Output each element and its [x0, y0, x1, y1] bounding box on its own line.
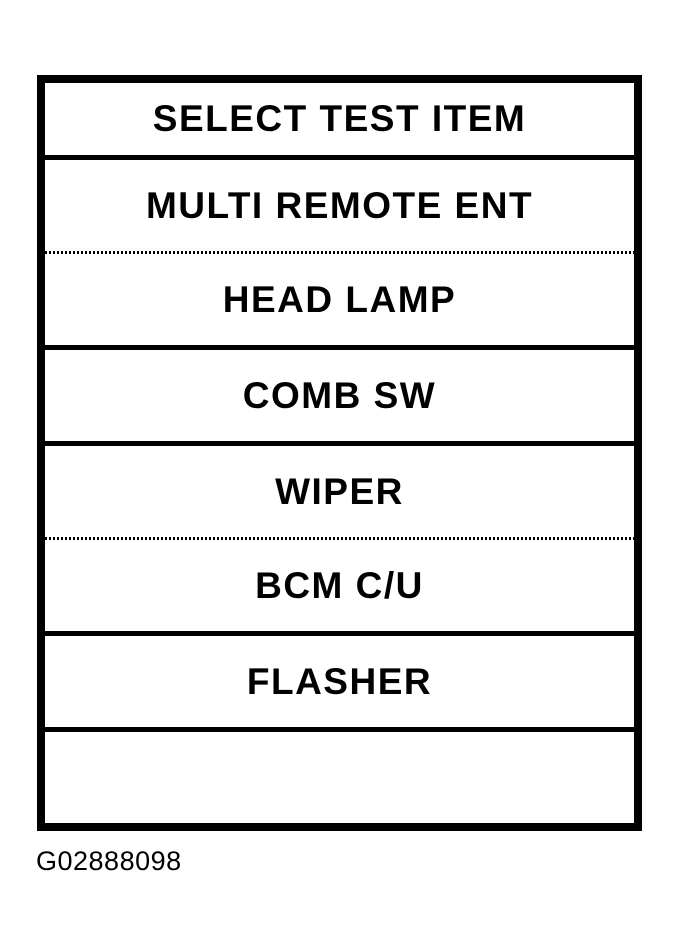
row-divider: [45, 727, 634, 732]
select-test-item-menu: SELECT TEST ITEM MULTI REMOTE ENT HEAD L…: [37, 75, 642, 831]
row-divider: [45, 441, 634, 446]
test-item-bcm-cu[interactable]: BCM C/U: [255, 564, 424, 606]
test-item-comb-sw[interactable]: COMB SW: [242, 374, 437, 416]
test-item-head-lamp[interactable]: HEAD LAMP: [222, 278, 457, 320]
row-divider: [45, 537, 634, 540]
test-item-flasher[interactable]: FLASHER: [246, 660, 433, 702]
row-divider: [45, 251, 634, 254]
row-divider: [45, 631, 634, 636]
row-divider: [45, 345, 634, 350]
screen-title: SELECT TEST ITEM: [152, 98, 527, 139]
empty-row: [45, 732, 634, 823]
row-divider: [45, 155, 634, 160]
figure-id-caption: G02888098: [36, 846, 182, 876]
test-item-wiper[interactable]: WIPER: [275, 470, 404, 512]
test-item-multi-remote-ent[interactable]: MULTI REMOTE ENT: [145, 184, 534, 226]
